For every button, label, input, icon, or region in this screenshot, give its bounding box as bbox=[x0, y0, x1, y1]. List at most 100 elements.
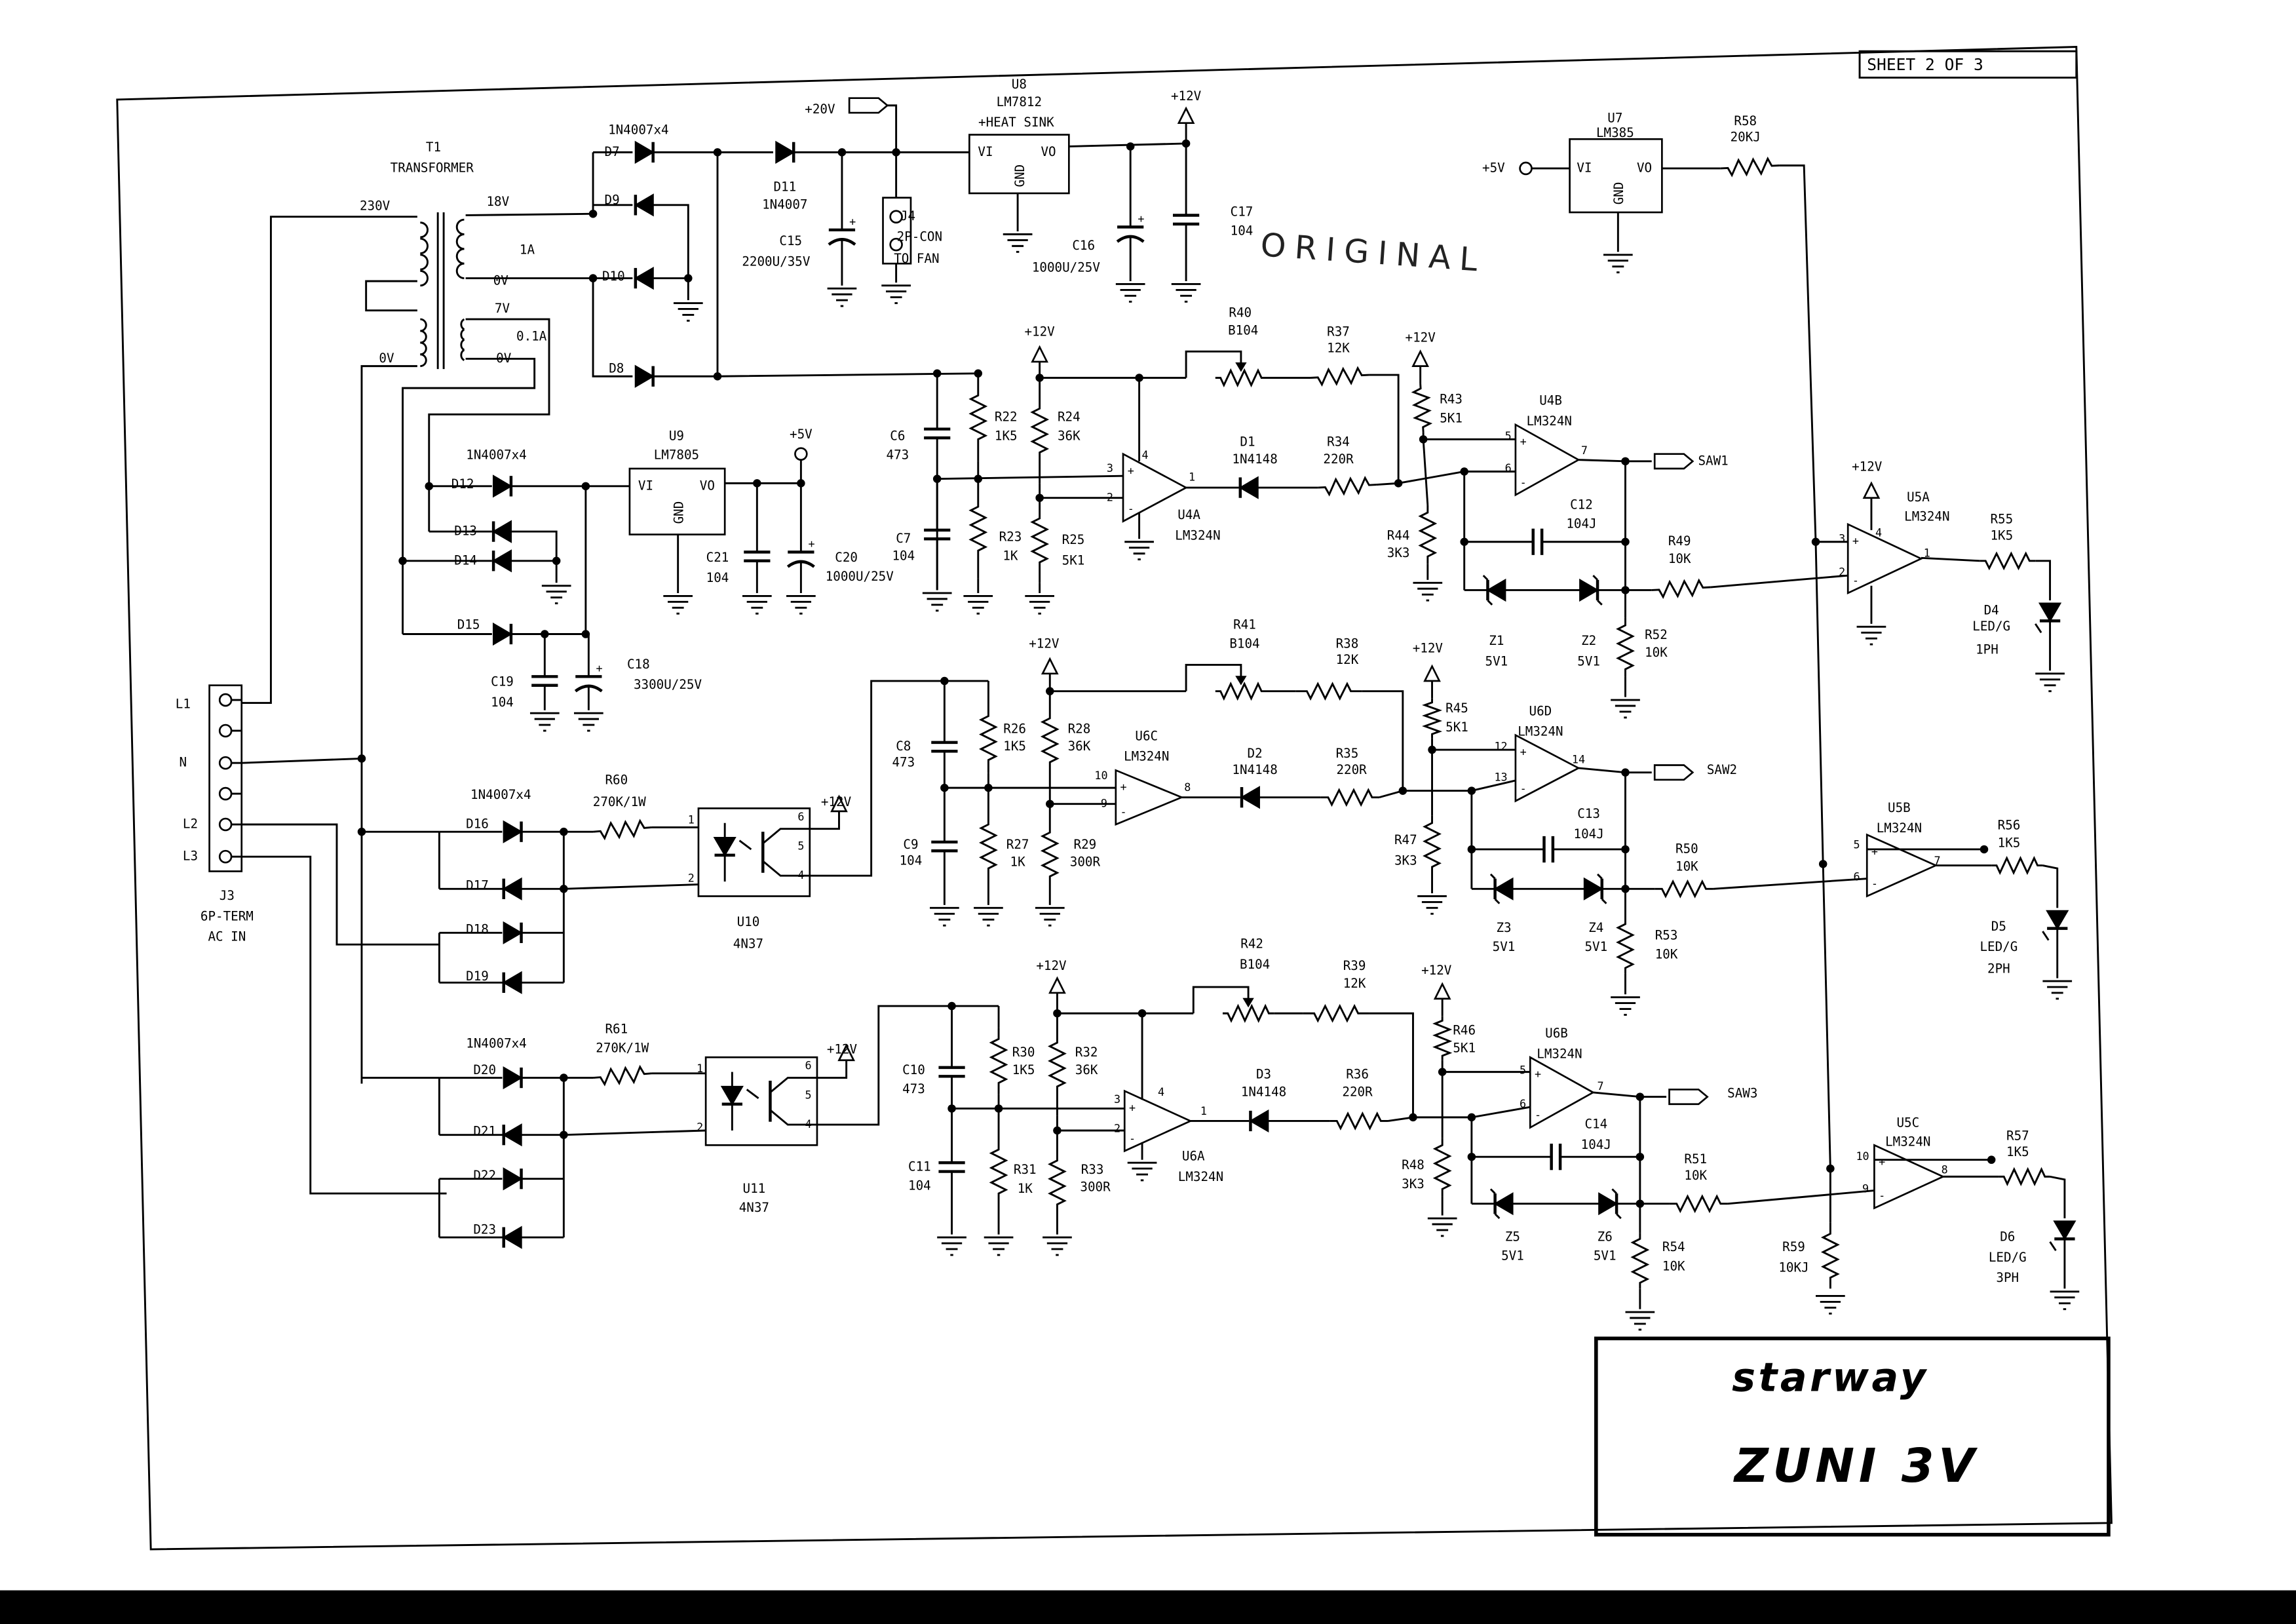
part-c16-ref: C16 bbox=[1072, 238, 1095, 253]
wire bbox=[1422, 432, 1516, 440]
wiper-arrow-icon bbox=[1235, 676, 1247, 686]
part-c13-value: 104J bbox=[1574, 826, 1604, 841]
light-arrow-icon bbox=[746, 1089, 759, 1099]
coil-turn bbox=[460, 318, 465, 331]
resistor-icon bbox=[1720, 156, 1780, 178]
pin-number: 2 bbox=[688, 872, 695, 885]
resistor-icon bbox=[1669, 1194, 1728, 1214]
reg-pins-label: VO bbox=[1041, 144, 1056, 159]
part-r57-value: 1K5 bbox=[2006, 1144, 2029, 1159]
wiper-arrow-icon bbox=[1235, 362, 1247, 372]
part-d4-value: LED/G bbox=[1972, 619, 2010, 634]
net-label-p5v: +5V bbox=[1482, 160, 1505, 175]
wire bbox=[1441, 1060, 1531, 1073]
part-r48-value: 3K3 bbox=[1402, 1176, 1425, 1191]
minus-sign: - bbox=[1852, 574, 1859, 587]
part-j3-ref: J3 bbox=[220, 888, 235, 903]
part-r39-ref: R39 bbox=[1343, 958, 1366, 973]
pin-number: 1 bbox=[1200, 1104, 1207, 1117]
part-u10-value: 4N37 bbox=[733, 937, 763, 952]
ground-icon bbox=[1816, 1295, 1845, 1315]
ground-icon bbox=[930, 906, 959, 927]
pin-number: 2 bbox=[697, 1121, 703, 1134]
part-r33-value: 300R bbox=[1080, 1180, 1111, 1195]
opamp-body bbox=[1115, 769, 1184, 826]
diode-body bbox=[1583, 877, 1603, 900]
part-d17-ref: D17 bbox=[466, 878, 489, 893]
minus-sign: - bbox=[1129, 1132, 1136, 1145]
diode-body bbox=[2046, 910, 2069, 930]
sheet-number-box: SHEET 2 OF 3 bbox=[1858, 50, 2078, 79]
resistor-icon bbox=[1310, 366, 1369, 387]
part-r42-value: B104 bbox=[1240, 957, 1270, 972]
part-br4-value: 1N4007x4 bbox=[466, 1036, 527, 1051]
junction-dot bbox=[1035, 493, 1044, 502]
pin-number: 13 bbox=[1494, 770, 1507, 783]
resistor-icon bbox=[1980, 551, 2036, 571]
cap-plate bbox=[574, 684, 603, 693]
part-r59-value: 10KJ bbox=[1778, 1260, 1808, 1275]
part-z1-ref: Z1 bbox=[1489, 633, 1504, 648]
resistor-icon bbox=[1330, 1112, 1388, 1131]
part-r23-ref: R23 bbox=[999, 530, 1022, 545]
reg-pins-label: VO bbox=[1637, 160, 1652, 175]
junction-dot bbox=[1138, 1009, 1147, 1018]
opamp-icon: +- bbox=[1115, 769, 1184, 826]
ground-icon bbox=[1115, 283, 1145, 303]
coil-turn bbox=[455, 233, 465, 250]
zener-diode-icon bbox=[1489, 873, 1514, 904]
part-d4-note: 1PH bbox=[1976, 642, 1999, 657]
part-d6-note: 3PH bbox=[1996, 1270, 2019, 1285]
pin-number: 6 bbox=[1854, 870, 1860, 883]
part-d13-ref: D13 bbox=[454, 524, 477, 539]
original-stamp: ORIGINAL bbox=[1259, 225, 1487, 279]
opamp-icon: +- bbox=[1529, 1055, 1596, 1129]
part-d10-ref: D10 bbox=[602, 269, 625, 284]
resistor-icon bbox=[1295, 682, 1362, 701]
ground-icon bbox=[984, 1236, 1014, 1256]
part-r41-value: B104 bbox=[1229, 636, 1259, 651]
part-r53-ref: R53 bbox=[1655, 927, 1678, 942]
part-c11-ref: C11 bbox=[908, 1159, 931, 1174]
diode-icon bbox=[1238, 476, 1259, 499]
part-c17-value: 104 bbox=[1231, 223, 1253, 239]
opamp-body bbox=[1873, 1144, 1945, 1210]
ground-icon bbox=[1025, 594, 1054, 615]
terminal-circle-icon bbox=[218, 724, 233, 738]
part-r37-value: 12K bbox=[1327, 340, 1350, 355]
diode-icon bbox=[492, 622, 513, 646]
plus-sign: + bbox=[1852, 534, 1859, 547]
opamp-body bbox=[1514, 733, 1580, 803]
wire bbox=[937, 474, 1124, 480]
transformer-taps-label: 0V bbox=[496, 351, 512, 366]
part-r38-ref: R38 bbox=[1336, 636, 1359, 651]
pin-number: 4 bbox=[805, 1117, 812, 1131]
wire bbox=[510, 530, 558, 583]
resistor-icon bbox=[989, 1028, 1008, 1094]
pin-number: 9 bbox=[1101, 797, 1107, 810]
pin-number: 7 bbox=[1581, 444, 1588, 457]
ground-icon bbox=[1417, 895, 1447, 915]
part-c20-ref: C20 bbox=[835, 550, 858, 565]
part-r52-ref: R52 bbox=[1645, 627, 1668, 642]
drawing-border bbox=[116, 46, 2113, 1551]
terminal-circle-icon bbox=[218, 756, 233, 770]
part-r54-value: 10K bbox=[1662, 1258, 1685, 1273]
wire bbox=[1422, 439, 1429, 505]
wire bbox=[809, 811, 840, 830]
part-br1-value: 1N4007x4 bbox=[608, 122, 669, 137]
j3-pins-label: L2 bbox=[183, 816, 198, 831]
pin-number: 4 bbox=[1158, 1085, 1164, 1098]
wire bbox=[1388, 1116, 1413, 1122]
transformer-taps-label: 18V bbox=[486, 194, 509, 209]
resistor-icon bbox=[968, 478, 988, 579]
zener-tail bbox=[1601, 898, 1607, 904]
minus-sign: - bbox=[1128, 502, 1134, 515]
part-r56-ref: R56 bbox=[1998, 818, 2021, 833]
diode-body bbox=[1486, 578, 1506, 602]
coil-turn bbox=[455, 262, 465, 279]
part-c14-ref: C14 bbox=[1584, 1117, 1607, 1132]
junction-dot bbox=[1980, 845, 1989, 854]
part-c7-value: 104 bbox=[892, 549, 915, 564]
diode-body bbox=[1238, 476, 1259, 499]
